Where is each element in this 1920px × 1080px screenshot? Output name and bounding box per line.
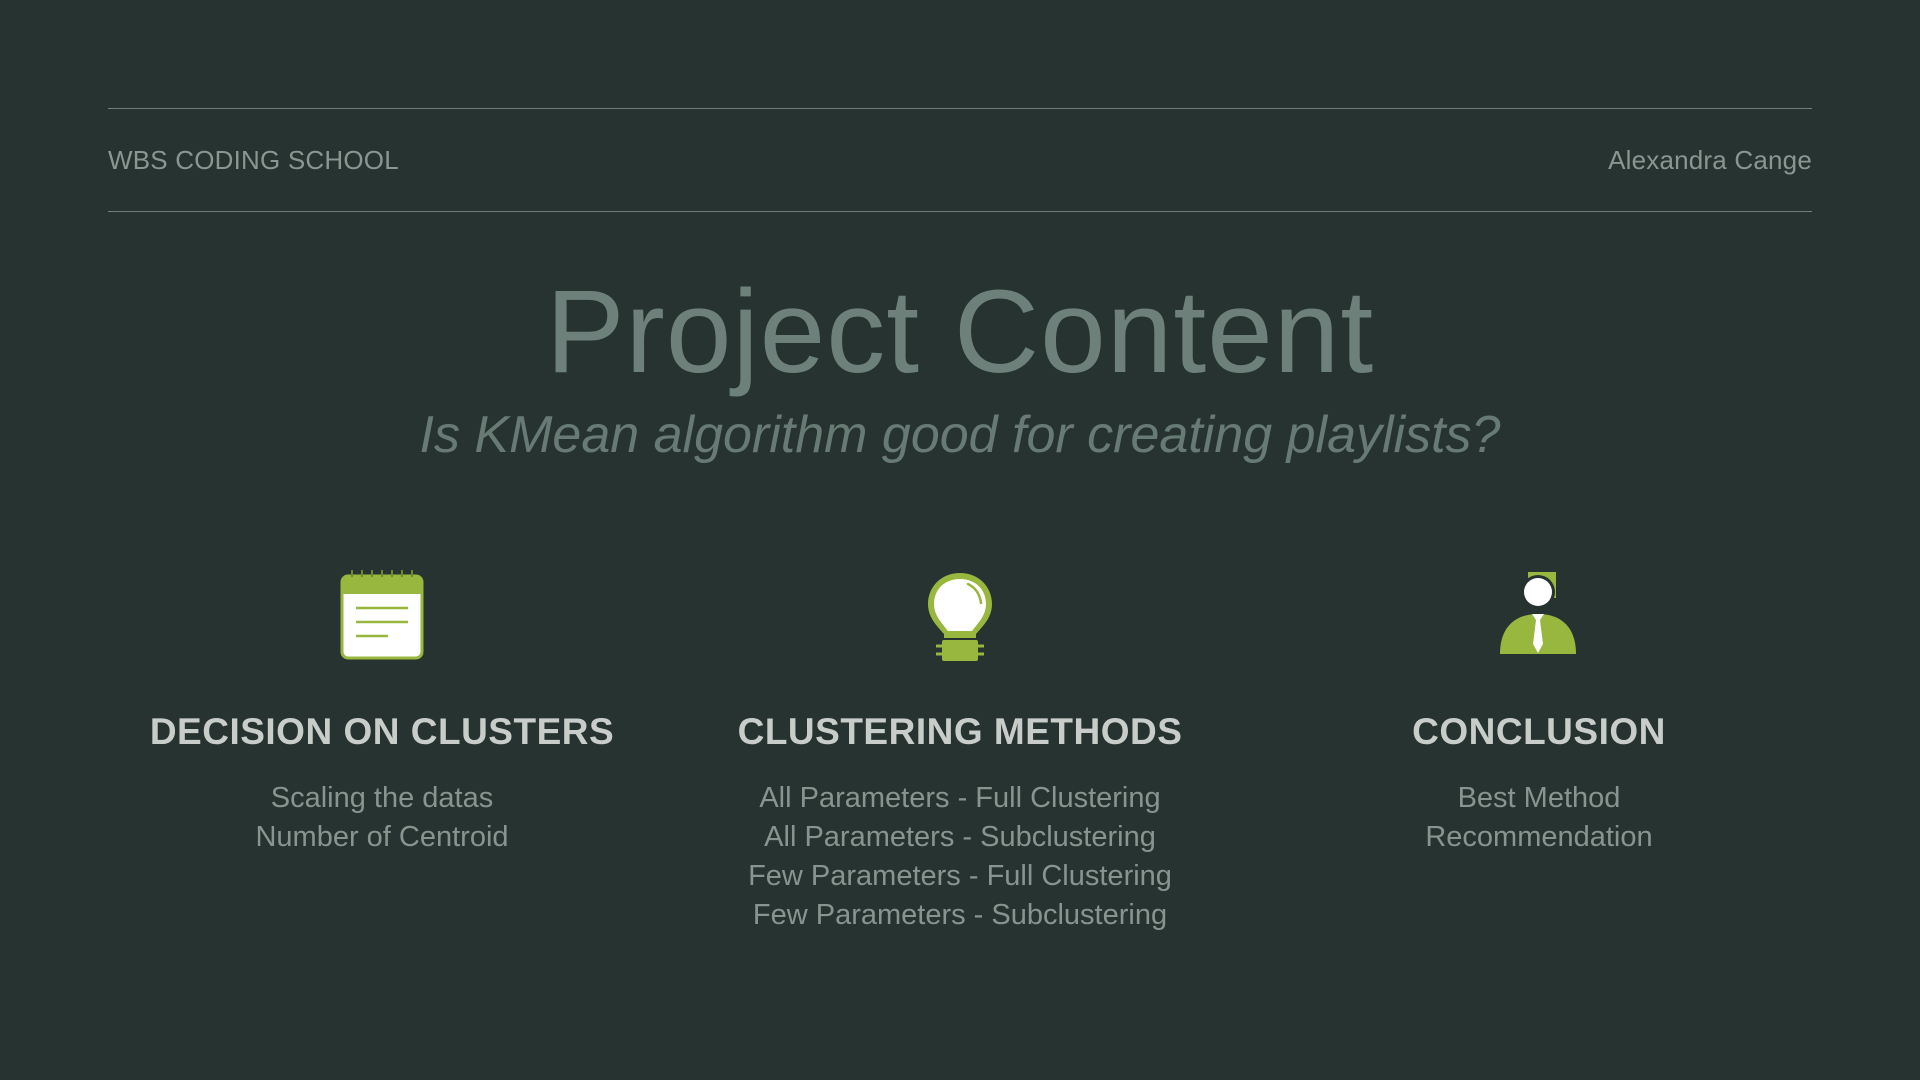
top-divider [108, 108, 1812, 109]
column-clustering-methods: CLUSTERING METHODS All Parameters - Full… [680, 570, 1240, 951]
slide-title: Project Content [545, 266, 1375, 398]
column-heading: CLUSTERING METHODS [737, 711, 1183, 752]
list-item: Best Method [1457, 782, 1621, 814]
list-item: All Parameters - Subclustering [764, 821, 1156, 853]
column-list: All Parameters - Full Clustering All Par… [680, 779, 1240, 935]
businessman-icon [1498, 570, 1580, 665]
list-item: Few Parameters - Subclustering [752, 899, 1168, 931]
column-conclusion: CONCLUSION Best Method Recommendation [1259, 570, 1819, 873]
school-label: WBS CODING SCHOOL [108, 145, 399, 175]
lightbulb-icon [924, 570, 996, 671]
header-divider [108, 211, 1812, 212]
column-heading: CONCLUSION [1412, 711, 1666, 752]
column-decision-on-clusters: DECISION ON CLUSTERS Scaling the datas N… [102, 570, 662, 873]
author-label: Alexandra Cange [1608, 145, 1812, 175]
list-item: All Parameters - Full Clustering [759, 782, 1161, 814]
list-item: Scaling the datas [270, 782, 494, 814]
list-item: Number of Centroid [255, 821, 509, 853]
column-heading: DECISION ON CLUSTERS [149, 711, 615, 752]
slide-subtitle: Is KMean algorithm good for creating pla… [419, 406, 1501, 464]
list-item: Few Parameters - Full Clustering [748, 860, 1172, 892]
column-list: Best Method Recommendation [1259, 779, 1819, 857]
column-list: Scaling the datas Number of Centroid [102, 779, 662, 857]
notepad-icon [340, 570, 424, 665]
list-item: Recommendation [1425, 821, 1653, 853]
